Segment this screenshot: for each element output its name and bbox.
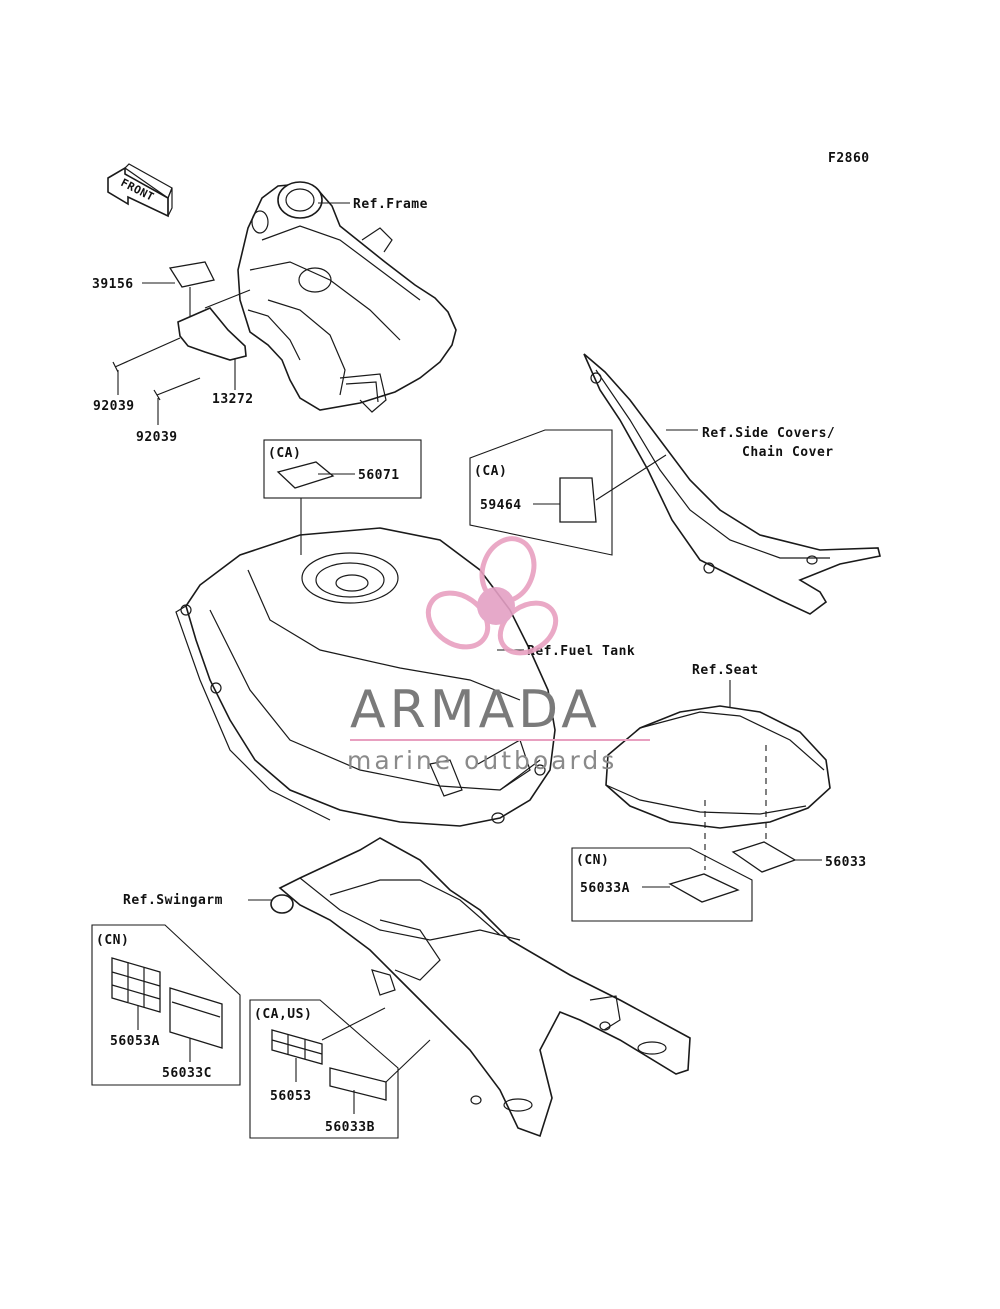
watermark-tagline: marine outboards — [347, 746, 617, 775]
part-56033c: 56033C — [162, 1066, 212, 1081]
decal-56033b — [329, 1067, 387, 1101]
cn-box-56033a — [571, 847, 753, 922]
ref-chain-cover-label: Chain Cover — [742, 445, 834, 460]
part-92039-a: 92039 — [93, 399, 135, 414]
decal-56071 — [276, 461, 335, 489]
part-56053a: 56053A — [110, 1034, 160, 1049]
swingarm — [270, 837, 691, 1138]
ca-us-box — [249, 999, 399, 1139]
seat — [605, 705, 831, 829]
decal-56053 — [271, 1029, 323, 1065]
ref-seat-label: Ref.Seat — [692, 663, 759, 678]
ref-swingarm-label: Ref.Swingarm — [123, 893, 223, 908]
decal-59464 — [559, 477, 597, 523]
cn-box-swingarm — [91, 924, 241, 1086]
bracket-13272 — [177, 307, 247, 361]
ref-fuel-tank-label: Ref.Fuel Tank — [527, 644, 635, 659]
tag-ca-59464: (CA) — [474, 464, 507, 479]
decal-56033a — [668, 873, 740, 903]
tag-cn-56033a: (CN) — [576, 853, 609, 868]
tag-ca-56071: (CA) — [268, 446, 301, 461]
part-92039-b: 92039 — [136, 430, 178, 445]
armada-logo-icon — [425, 536, 559, 656]
figure-code: F2860 — [828, 151, 870, 166]
part-56033: 56033 — [825, 855, 867, 870]
fuel-tank — [175, 527, 556, 827]
part-56033a: 56033A — [580, 881, 630, 896]
part-59464: 59464 — [480, 498, 522, 513]
decal-56033 — [731, 841, 797, 873]
part-56033b: 56033B — [325, 1120, 375, 1135]
part-13272: 13272 — [212, 392, 254, 407]
ref-frame-label: Ref.Frame — [353, 197, 428, 212]
watermark-brand: ARMADA — [350, 680, 601, 740]
frame-assembly — [237, 181, 457, 413]
side-cover — [583, 353, 881, 615]
front-arrow-icon: FRONT — [107, 163, 173, 218]
ref-side-covers-label: Ref.Side Covers/ — [702, 426, 835, 441]
decal-56053a — [111, 957, 161, 1013]
decal-39156 — [168, 261, 215, 288]
decal-56033c — [169, 987, 223, 1049]
part-56071: 56071 — [358, 468, 400, 483]
screw-92039-a — [112, 337, 181, 373]
ca-box-59464 — [469, 429, 613, 556]
tag-cn-swingarm: (CN) — [96, 933, 129, 948]
ca-box-56071 — [263, 439, 422, 499]
part-39156: 39156 — [92, 277, 134, 292]
screw-92039-b — [153, 377, 201, 401]
tag-ca-us: (CA,US) — [254, 1007, 312, 1022]
part-56053: 56053 — [270, 1089, 312, 1104]
